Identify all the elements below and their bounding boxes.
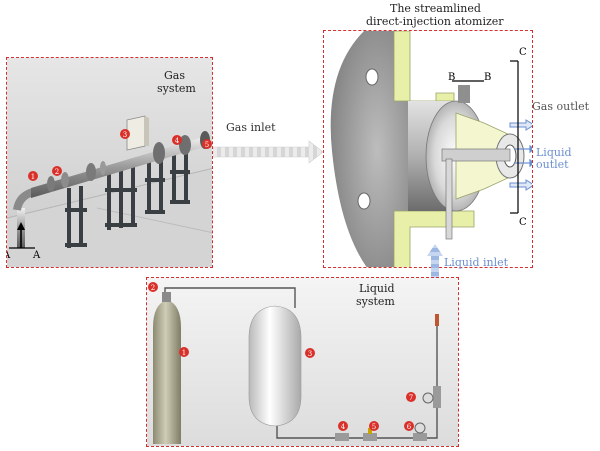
gas-inlet-arrow: [213, 140, 324, 164]
liquid-tank: [248, 305, 302, 427]
section-b-right: B: [484, 72, 491, 83]
section-a-left: A: [7, 250, 11, 261]
valve-4: [335, 433, 349, 441]
gas-system-panel: A A 1 2 3 4 5 Gas system: [6, 57, 213, 268]
liquid-outlet-text: Liquid outlet: [536, 146, 572, 171]
gas-marker-4-label: 4: [175, 137, 180, 145]
liquid-marker-7-label: 7: [409, 394, 413, 402]
liquid-marker-4-label: 4: [341, 423, 346, 431]
liquid-inlet-label: Liquid inlet: [444, 256, 509, 269]
section-a-marker: A A: [7, 222, 41, 261]
gas-marker-2: 2: [52, 166, 62, 176]
valve-5: [363, 433, 377, 441]
section-a-right: A: [32, 250, 41, 261]
liquid-marker-5: 5: [369, 421, 379, 431]
meter-cabinet: [126, 115, 149, 151]
gas-marker-3: 3: [120, 129, 130, 139]
liquid-system-illustration: 1 2 3 4 5 6 7: [147, 278, 458, 446]
liquid-marker-5-label: 5: [372, 423, 376, 431]
liquid-system-title-2: system: [356, 295, 395, 308]
atomizer-title-2: direct-injection atomizer: [366, 15, 504, 28]
gas-marker-3-label: 3: [123, 131, 127, 139]
liquid-marker-6: 6: [404, 421, 414, 431]
support-stands: [65, 146, 190, 248]
liquid-marker-7: 7: [406, 392, 416, 402]
liquid-system-panel: 1 2 3 4 5 6 7 Liquid system: [146, 277, 459, 447]
liquid-marker-2: 2: [148, 282, 158, 292]
pressure-gauge-6: [413, 433, 427, 441]
gas-marker-4: 4: [172, 135, 182, 145]
gas-marker-5: 5: [202, 139, 212, 149]
gas-system-illustration: A A 1 2 3 4 5: [7, 58, 212, 267]
gas-marker-1: 1: [28, 171, 38, 181]
liquid-marker-1: 1: [179, 347, 189, 357]
liquid-marker-1-label: 1: [182, 349, 186, 357]
gas-outlet-text: Gas outlet: [532, 100, 590, 113]
liquid-system-title-1: Liquid: [359, 282, 395, 295]
atomizer-title-1: The streamlined: [390, 2, 481, 15]
atomizer-illustration: B B C C: [330, 31, 532, 267]
section-b-left: B: [448, 72, 455, 83]
liquid-marker-3: 3: [305, 348, 315, 358]
section-c-bottom: C: [519, 217, 527, 228]
liquid-marker-4: 4: [338, 421, 348, 431]
gas-marker-2-label: 2: [55, 168, 59, 176]
gas-system-title-2: system: [157, 82, 196, 95]
atomizer-panel: B B C C Gas outlet Liquid outlet: [323, 30, 533, 268]
liquid-marker-6-label: 6: [407, 423, 412, 431]
gas-inlet-label: Gas inlet: [226, 121, 276, 134]
gas-marker-1-label: 1: [31, 173, 35, 181]
flowmeter-7: [433, 386, 441, 408]
gas-system-title-1: Gas: [164, 69, 185, 82]
liquid-marker-3-label: 3: [308, 350, 312, 358]
section-c-top: C: [519, 47, 527, 58]
gas-marker-5-label: 5: [205, 141, 209, 149]
liquid-marker-2-label: 2: [151, 284, 155, 292]
gas-cylinder: [153, 292, 181, 444]
